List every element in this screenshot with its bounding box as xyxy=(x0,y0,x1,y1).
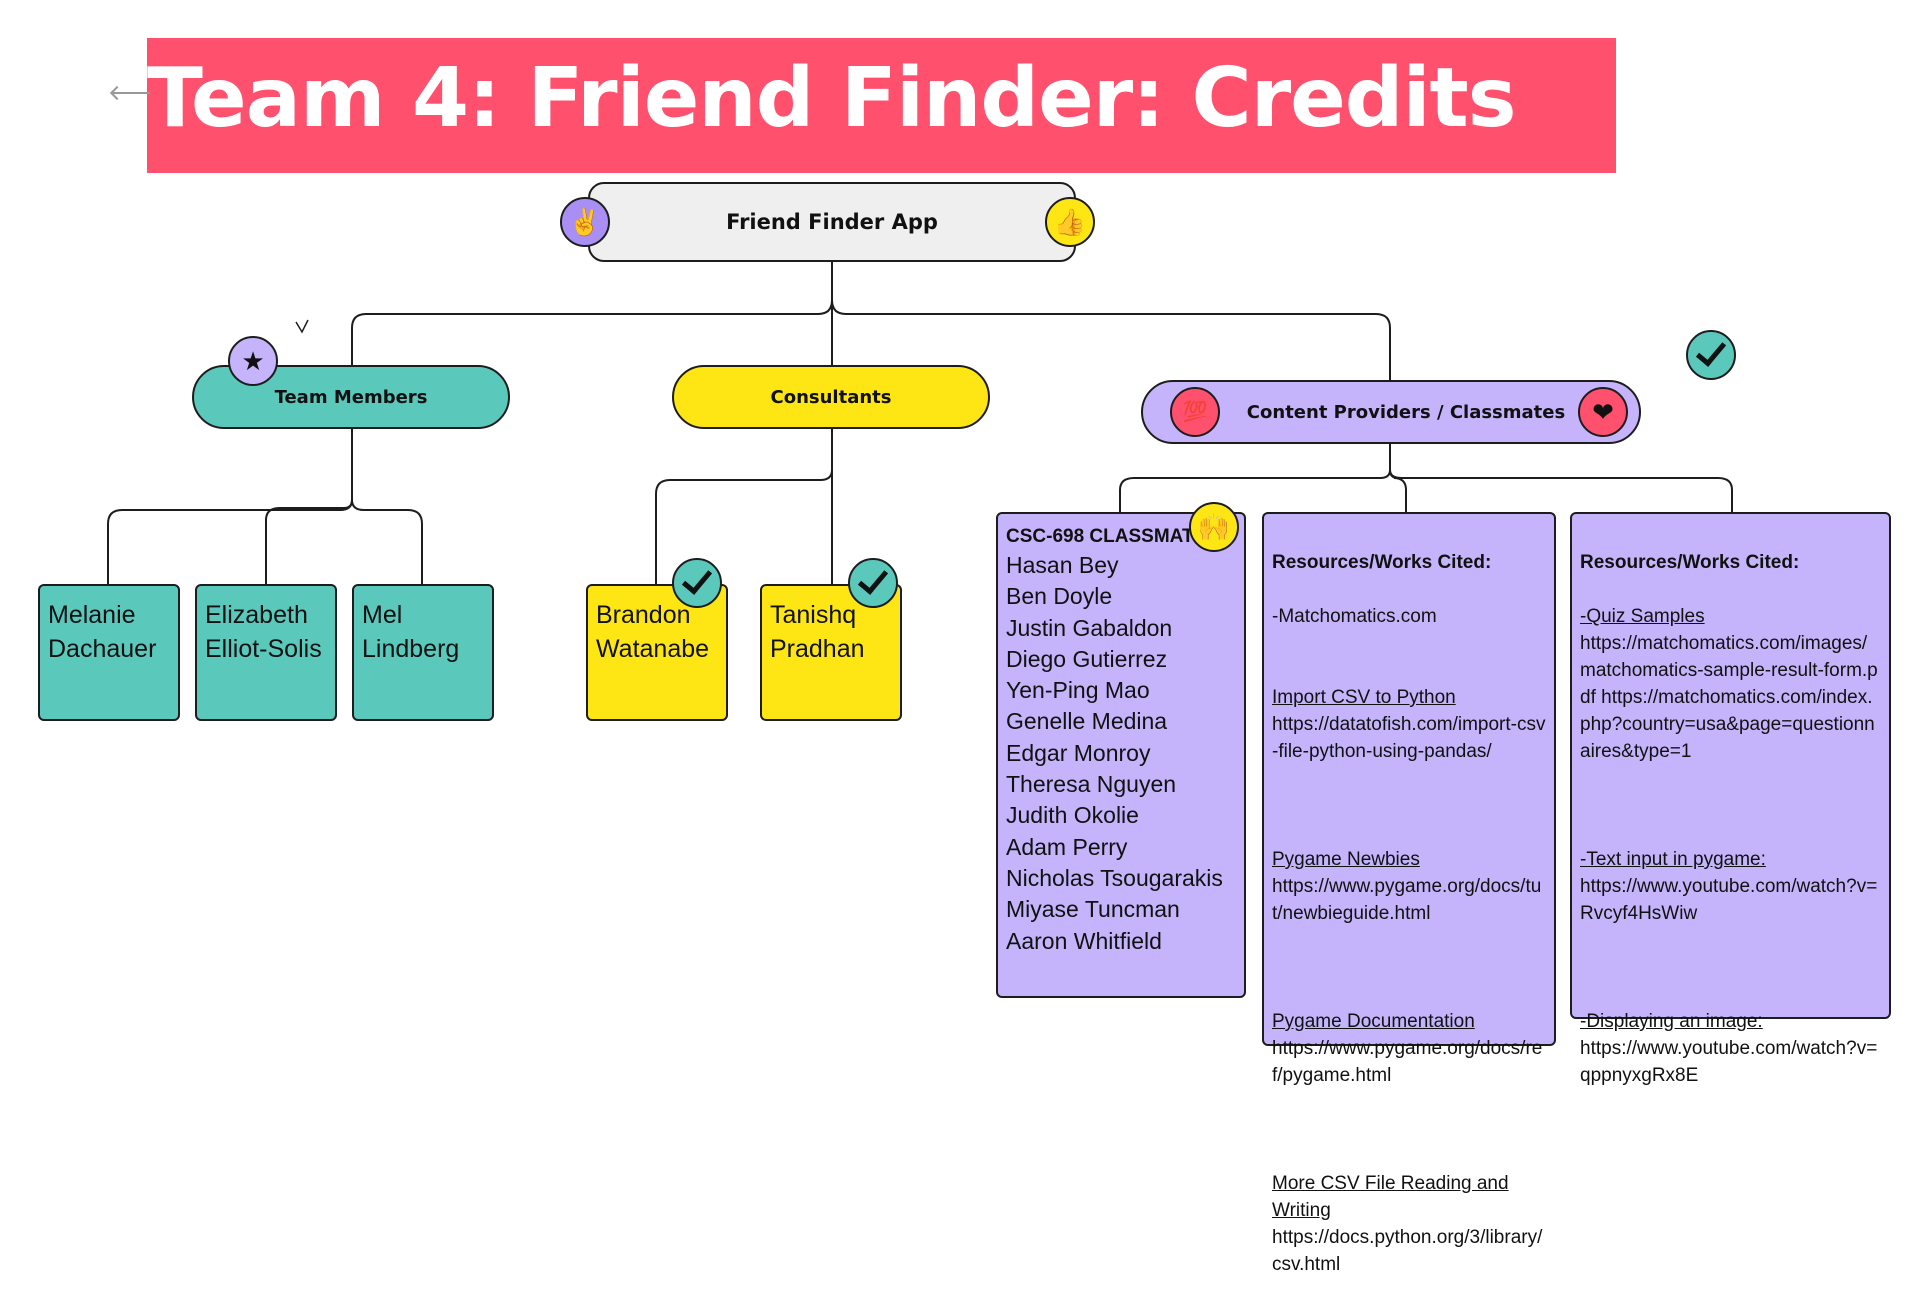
content-providers-label: Content Providers / Classmates xyxy=(1246,401,1566,423)
back-arrow-icon[interactable] xyxy=(112,92,150,94)
member-card: Mel Lindberg xyxy=(352,584,494,721)
page-title: Team 4: Friend Finder: Credits xyxy=(147,51,1517,146)
resource-link[interactable]: More CSV File Reading and Writing xyxy=(1272,1173,1509,1221)
consultants-label: Consultants xyxy=(770,386,892,408)
list-item: Genelle Medina xyxy=(1006,708,1168,735)
team-members-label: Team Members xyxy=(274,386,428,408)
resource-url[interactable]: https://datatofish.com/import-csv-file-p… xyxy=(1272,714,1546,762)
list-item: Aaron Whitfield xyxy=(1006,927,1162,954)
resource-link[interactable]: Pygame Documentation xyxy=(1272,1011,1475,1032)
resource-url[interactable]: https://docs.python.org/3/library/csv.ht… xyxy=(1272,1227,1543,1275)
team-members-node: Team Members xyxy=(192,365,510,429)
thumbs-up-icon: 👍 xyxy=(1045,197,1095,247)
root-label: Friend Finder App xyxy=(726,210,938,234)
consultant-name: Tanishq Pradhan xyxy=(770,601,865,663)
heart-icon: ❤ xyxy=(1578,387,1628,437)
resource-url[interactable]: https://matchomatics.com/images/matchoma… xyxy=(1580,633,1878,762)
list-item: Edgar Monroy xyxy=(1006,739,1151,766)
resource-text: -Matchomatics.com xyxy=(1272,606,1437,627)
resources-card-1: Resources/Works Cited: -Matchomatics.com… xyxy=(1262,512,1556,1275)
classmates-heading: CSC-698 CLASSMATES: xyxy=(1006,526,1226,547)
list-item: Yen-Ping Mao xyxy=(1006,677,1150,704)
title-banner xyxy=(147,38,1616,173)
resources-heading: Resources/Works Cited: xyxy=(1580,552,1800,573)
resource-link[interactable]: -Quiz Samples xyxy=(1580,606,1705,627)
classmates-list: Hasan Bey Ben Doyle Justin Gabaldon Dieg… xyxy=(1006,550,1236,957)
resources-heading: Resources/Works Cited: xyxy=(1272,552,1492,573)
resource-url[interactable]: https://www.youtube.com/watch?v=Rvcyf4Hs… xyxy=(1580,876,1878,924)
check-mark-icon xyxy=(848,558,898,608)
resource-link[interactable]: -Displaying an image: xyxy=(1580,1011,1763,1032)
check-mark-icon xyxy=(672,558,722,608)
root-node: Friend Finder App xyxy=(588,182,1076,262)
content-providers-node: Content Providers / Classmates xyxy=(1141,380,1641,444)
list-item: Theresa Nguyen xyxy=(1006,771,1177,798)
consultants-node: Consultants xyxy=(672,365,990,429)
list-item: Justin Gabaldon xyxy=(1006,614,1173,641)
list-item: Miyase Tuncman xyxy=(1006,896,1180,923)
member-card: Elizabeth Elliot-Solis xyxy=(195,584,337,721)
member-name: Melanie Dachauer xyxy=(48,601,157,663)
resource-url[interactable]: https://www.pygame.org/docs/ref/pygame.h… xyxy=(1272,1038,1543,1086)
connector-lines xyxy=(107,262,1733,584)
member-name: Mel Lindberg xyxy=(362,601,460,663)
raised-hands-icon: 🙌 xyxy=(1189,502,1239,552)
resource-link[interactable]: -Text input in pygame: xyxy=(1580,849,1766,870)
victory-hand-icon: ✌ xyxy=(560,197,610,247)
list-item: Nicholas Tsougarakis xyxy=(1006,864,1223,891)
list-item: Hasan Bey xyxy=(1006,552,1119,578)
consultant-name: Brandon Watanabe xyxy=(596,601,710,663)
list-item: Adam Perry xyxy=(1006,833,1128,860)
hundred-points-icon: 💯 xyxy=(1170,387,1220,437)
star-icon: ★ xyxy=(228,336,278,386)
resource-link[interactable]: Import CSV to Python xyxy=(1272,687,1456,708)
resource-url[interactable]: https://www.pygame.org/docs/tut/newbiegu… xyxy=(1272,876,1542,924)
member-card: Melanie Dachauer xyxy=(38,584,180,721)
resource-link[interactable]: Pygame Newbies xyxy=(1272,849,1420,870)
classmates-card: CSC-698 CLASSMATES: Hasan Bey Ben Doyle … xyxy=(996,512,1246,998)
resource-url[interactable]: https://www.youtube.com/watch?v=qppnyxgR… xyxy=(1580,1038,1878,1086)
list-item: Ben Doyle xyxy=(1006,583,1113,610)
list-item: Diego Gutierrez xyxy=(1006,645,1168,672)
resources-card-2: Resources/Works Cited: -Quiz Samples htt… xyxy=(1570,512,1891,1086)
list-item: Judith Okolie xyxy=(1006,802,1139,829)
check-mark-icon xyxy=(1686,330,1736,380)
member-name: Elizabeth Elliot-Solis xyxy=(205,601,322,663)
